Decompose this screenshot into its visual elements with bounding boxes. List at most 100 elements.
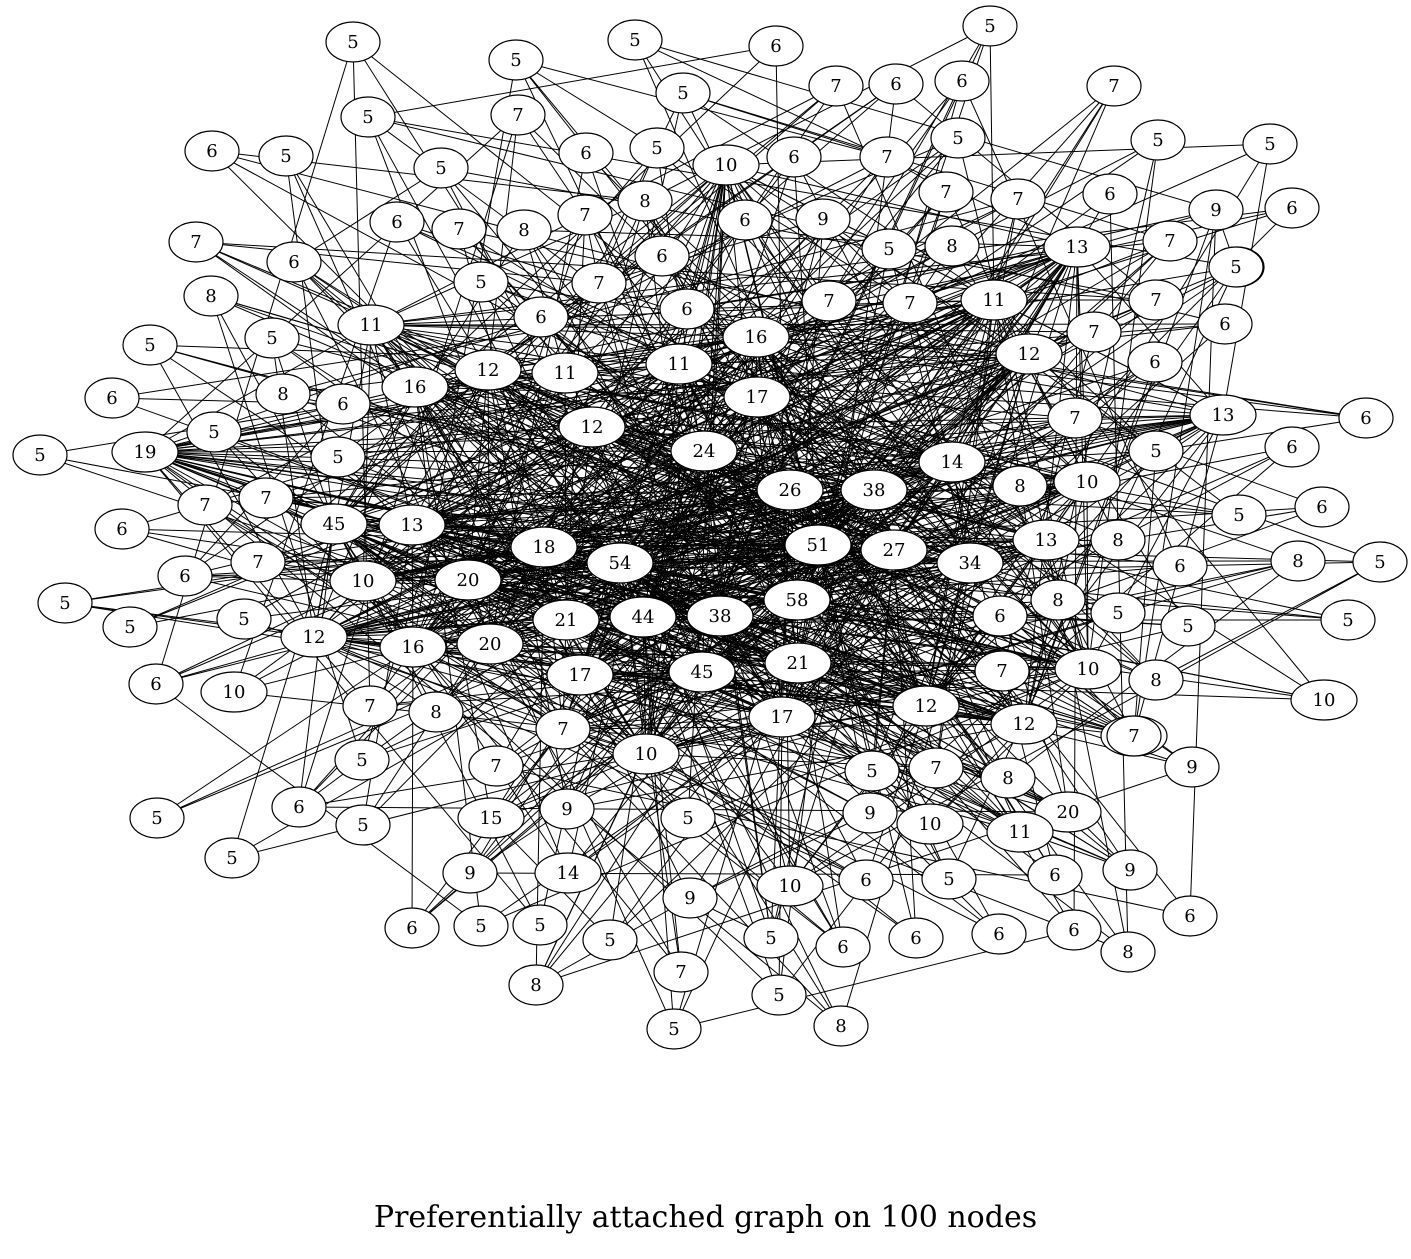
graph-node: 6: [1046, 909, 1102, 951]
graph-node-label: 6: [206, 141, 217, 162]
graph-edge: [591, 353, 1030, 428]
graph-node-label: 5: [151, 808, 162, 829]
graph-node-label: 6: [770, 36, 781, 57]
graph-node-label: 9: [817, 209, 828, 230]
graph-node-shape: [1152, 545, 1208, 587]
graph-node-shape: [557, 194, 613, 236]
graph-node: 10: [1053, 461, 1121, 503]
graph-node-shape: [546, 654, 614, 696]
graph-node: 6: [634, 235, 690, 277]
graph-node-label: 7: [579, 205, 590, 226]
graph-edge: [817, 299, 995, 546]
graph-node: 6: [888, 917, 944, 959]
graph-node-shape: [1043, 226, 1111, 268]
graph-node: 5: [1242, 123, 1298, 165]
graph-edge: [211, 150, 1224, 416]
graph-node-label: 13: [1035, 530, 1058, 551]
graph-edge: [725, 164, 783, 718]
graph-node-shape: [634, 235, 690, 277]
graph-edge: [1086, 481, 1089, 670]
graph-node-label: 6: [1149, 352, 1160, 373]
graph-node-shape: [453, 905, 509, 947]
graph-node-label: 5: [144, 335, 155, 356]
graph-node-label: 5: [984, 16, 995, 37]
graph-node-shape: [748, 696, 816, 738]
graph-edge: [775, 45, 791, 887]
graph-node-label: 5: [651, 138, 662, 159]
graph-node-label: 6: [1104, 184, 1115, 205]
graph-node: 21: [764, 642, 832, 684]
graph-node-shape: [1046, 909, 1102, 951]
graph-node-shape: [329, 560, 397, 602]
graph-edge: [642, 85, 1115, 618]
graph-node: 7: [990, 178, 1046, 220]
graph-node-label: 5: [59, 593, 70, 614]
graph-node-label: 6: [1286, 437, 1297, 458]
graph-node-label: 8: [1112, 530, 1123, 551]
graph-node: 16: [379, 626, 447, 668]
graph-node-label: 8: [277, 384, 288, 405]
graph-node-label: 8: [639, 191, 650, 212]
graph-node-shape: [766, 136, 822, 178]
graph-node-shape: [230, 541, 286, 583]
graph-node-label: 6: [288, 252, 299, 273]
graph-edge: [755, 336, 1224, 416]
graph-node: 6: [1127, 341, 1183, 383]
graph-edge: [362, 369, 489, 582]
graph-node-shape: [531, 352, 599, 394]
graph-node: 7: [974, 650, 1030, 692]
graph-node-shape: [722, 316, 790, 358]
graph-node: 51: [784, 524, 852, 566]
graph-node-label: 5: [668, 1019, 679, 1040]
graph-node: 8: [255, 373, 311, 415]
graph-node: 8: [617, 180, 673, 222]
graph-node: 7: [1047, 397, 1103, 439]
graph-node-shape: [934, 60, 990, 102]
graph-node: 7: [1086, 65, 1142, 107]
graph-node-shape: [512, 904, 568, 946]
graph-node-shape: [1030, 579, 1086, 621]
graph-node-shape: [609, 596, 677, 638]
graph-node-label: 5: [1264, 134, 1275, 155]
graph-node-label: 38: [709, 606, 732, 627]
graph-node: 44: [609, 596, 677, 638]
graph-edge: [265, 497, 819, 546]
graph-edge: [414, 386, 758, 398]
graph-node: 10: [329, 560, 397, 602]
graph-node-label: 5: [943, 869, 954, 890]
graph-node: 54: [586, 542, 654, 584]
graph-node: 10: [1290, 679, 1358, 721]
graph-node-label: 5: [357, 815, 368, 836]
graph-edge: [951, 414, 1224, 463]
graph-node-shape: [662, 877, 718, 919]
graph-node: 6: [266, 241, 322, 283]
graph-node-label: 17: [569, 665, 592, 686]
graph-node-label: 16: [404, 377, 427, 398]
graph-node-label: 5: [883, 239, 894, 260]
graph-node-label: 7: [823, 291, 834, 312]
graph-edge: [412, 426, 593, 648]
graph-node: 7: [808, 65, 864, 107]
graph-node-label: 7: [490, 756, 501, 777]
graph-node-shape: [1086, 65, 1142, 107]
graph-node-label: 6: [406, 918, 417, 939]
graph-node-label: 11: [360, 315, 383, 336]
graph-node: 45: [668, 651, 736, 693]
graph-node: 6: [815, 926, 871, 968]
graph-node: 9: [1164, 746, 1220, 788]
graph-edge: [642, 164, 727, 618]
graph-node-label: 10: [1077, 659, 1100, 680]
graph-node-shape: [37, 582, 93, 624]
graph-node: 5: [861, 228, 917, 270]
graph-node-shape: [384, 907, 440, 949]
graph-node-label: 17: [746, 387, 769, 408]
graph-edge: [591, 299, 995, 428]
graph-node: 7: [535, 708, 591, 750]
graph-node-label: 9: [561, 799, 572, 820]
graph-node-shape: [582, 919, 638, 961]
graph-node-label: 8: [1002, 768, 1013, 789]
graph-node-label: 13: [1066, 237, 1089, 258]
graph-node-shape: [1264, 426, 1320, 468]
graph-node-label: 54: [609, 553, 632, 574]
graph-node: 13: [1043, 226, 1111, 268]
